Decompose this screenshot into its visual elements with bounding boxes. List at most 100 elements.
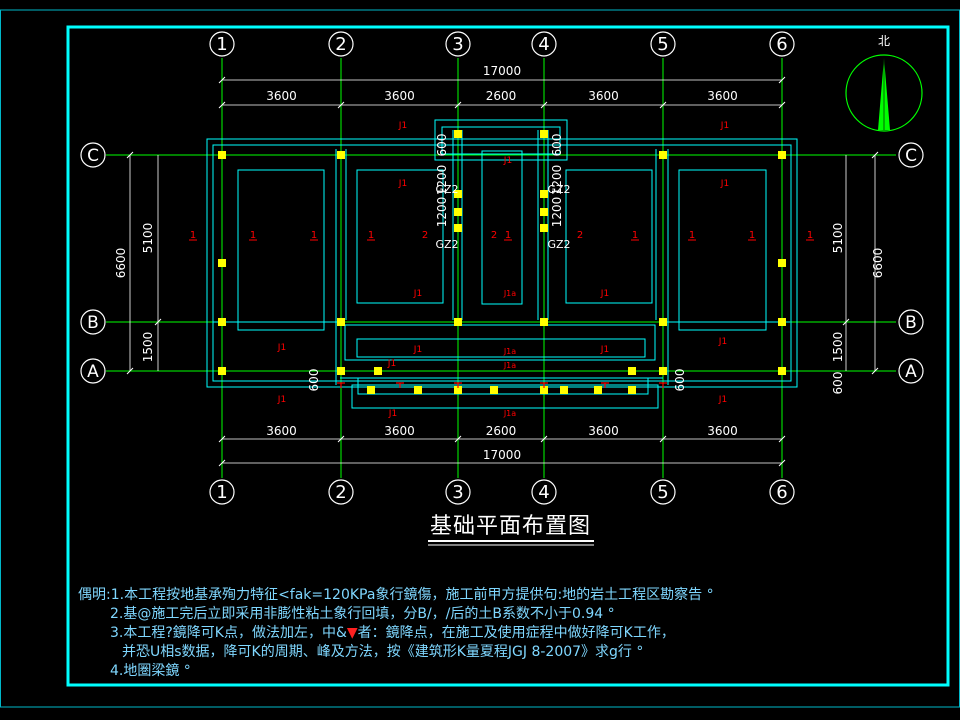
axis-bubble-5-top [650, 31, 676, 57]
axis-label-B-left: B [87, 313, 99, 333]
axis-label-C-left: C [87, 146, 99, 166]
column-13 [337, 318, 345, 326]
dim-top-span-3: 2600 [486, 89, 517, 103]
axis-label-5-top: 5 [657, 34, 668, 55]
column-20 [659, 367, 667, 375]
dim-top-span-4: 3600 [588, 89, 619, 103]
tick-bs-2 [454, 435, 462, 443]
beam-mark-j1-8: J1 [718, 337, 727, 347]
beam-mark-j1-4: J1 [720, 179, 729, 189]
beam-mark-j1-14: J1 [600, 289, 609, 299]
tl3 [154, 318, 162, 326]
column-11 [778, 259, 786, 267]
dim-top-span-5: 3600 [707, 89, 738, 103]
note-line-5: 4.地圏梁鏡 ° [110, 663, 191, 679]
axis-label-B-right: B [905, 313, 917, 333]
axis-bubble-1-top [209, 31, 235, 57]
drawing-title: 基础平面布置图 [430, 514, 592, 539]
column-30 [374, 367, 382, 375]
dim-top-span-2: 3600 [384, 89, 415, 103]
middle-strip [344, 324, 656, 361]
column-6 [454, 190, 462, 198]
section-mark-1-7: 1 [632, 230, 638, 241]
section-mark-2-0: 2 [422, 230, 428, 241]
dim-left-upper: 5100 [141, 223, 155, 254]
column-14 [454, 318, 462, 326]
dim-inner-d: 600 [550, 134, 564, 157]
dim-bottom-span-2: 3600 [384, 424, 415, 438]
column-18 [218, 367, 226, 375]
note-line-4: 并恐U相s数据，降可K的周期、峰及方法，按《建筑形K量夏程JGJ 8-2007》… [122, 644, 644, 660]
beam-mark-j1-1: J1 [720, 121, 729, 131]
dim-right-small: 600 [673, 369, 687, 392]
axis-bubble-2-bottom [328, 479, 354, 505]
note-line-3: 3.本工程?鏡降可K点，做法加左，中&▼者：鏡降点，在施工及使用症程中做好降可K… [78, 624, 714, 643]
axis-label-3-top: 3 [452, 34, 463, 55]
axis-bubble-3-bottom [445, 479, 471, 505]
axis-bubble-A-right [898, 358, 924, 384]
note-line-2: 2.基@施工完后立即采用非膨性粘土象行回填，分B/，/后的土B系数不小于0.94… [110, 606, 615, 622]
axis-bubble-4-bottom [531, 479, 557, 505]
axis-bubble-1-bottom [209, 479, 235, 505]
note-1-text: 偶明:1.本工程按地基承殉力特征<fak=120KPa象行鏡傷，施工前甲方提供句… [78, 587, 703, 603]
tick-bs-3 [540, 435, 548, 443]
section-mark-1-4: 1 [689, 230, 695, 241]
beam-mark-j1-0: J1 [398, 121, 407, 131]
dim-inner-b: 1200 [435, 165, 449, 196]
section-mark-2-1: 2 [491, 230, 497, 241]
column-28 [594, 386, 602, 394]
axis-label-4-bottom: 4 [538, 482, 549, 503]
drawing-border [66, 25, 950, 687]
north-arrow: 北 [845, 34, 923, 132]
section-mark-1-8: 1 [505, 230, 511, 241]
beam-mark-j1-12: J1 [388, 409, 397, 419]
dim-top-span-1: 3600 [266, 89, 297, 103]
tick-ts-0 [218, 101, 226, 109]
dim-bottom-span-4: 3600 [588, 424, 619, 438]
stair-bottom-outline [351, 384, 659, 409]
column-1 [337, 151, 345, 159]
dim-inner-c: 1200 [435, 197, 449, 228]
room-1 [237, 169, 325, 331]
section-mark-1-3: 1 [368, 230, 374, 241]
axis-label-A-left: A [87, 362, 99, 382]
column-26 [490, 386, 498, 394]
beam-mark-j1-9: J1 [387, 359, 396, 369]
axis-bubble-6-bottom [769, 479, 795, 505]
axis-bubble-B-right [898, 309, 924, 335]
note-5-text: 4.地圏梁鏡 [110, 663, 180, 679]
design-notes: 偶明:1.本工程按地基承殉力特征<fak=120KPa象行鏡傷，施工前甲方提供句… [78, 586, 714, 681]
axis-bubble-4-top [531, 31, 557, 57]
tick-ts-2 [454, 101, 462, 109]
dim-right-lower: 1500 [831, 332, 845, 363]
column-5 [540, 130, 548, 138]
axis-bubble-C-right [898, 142, 924, 168]
tl2 [126, 367, 134, 375]
section-mark-1-5: 1 [749, 230, 755, 241]
tick-bs-5 [778, 435, 786, 443]
tick-bs-0 [218, 435, 226, 443]
tick-bt-r [778, 459, 786, 467]
dim-left-small: 600 [307, 369, 321, 392]
axis-label-C-right: C [905, 146, 917, 166]
axis-label-5-bottom: 5 [657, 482, 668, 503]
axis-bubble-6-top [769, 31, 795, 57]
beam-mark-j1-13: J1 [413, 289, 422, 299]
tick-ts-3 [540, 101, 548, 109]
note-line-1: 偶明:1.本工程按地基承殉力特征<fak=120KPa象行鏡傷，施工前甲方提供句… [78, 587, 714, 603]
dim-right-small2: 600 [831, 372, 845, 395]
tick-bs-1 [337, 435, 345, 443]
beam-mark-j1-11: J1 [718, 395, 727, 405]
column-22 [454, 386, 462, 394]
tr1 [871, 151, 879, 159]
stair-top-outline [434, 119, 568, 161]
room-3 [481, 150, 523, 305]
column-32 [454, 208, 462, 216]
column-label-gz2-2: GZ2 [547, 183, 570, 196]
column-15 [540, 318, 548, 326]
wall-layer [206, 119, 798, 409]
settlement-triangle-icon: ▼ [346, 625, 358, 641]
middle-strip-inner [356, 338, 646, 358]
axis-bubble-5-bottom [650, 479, 676, 505]
